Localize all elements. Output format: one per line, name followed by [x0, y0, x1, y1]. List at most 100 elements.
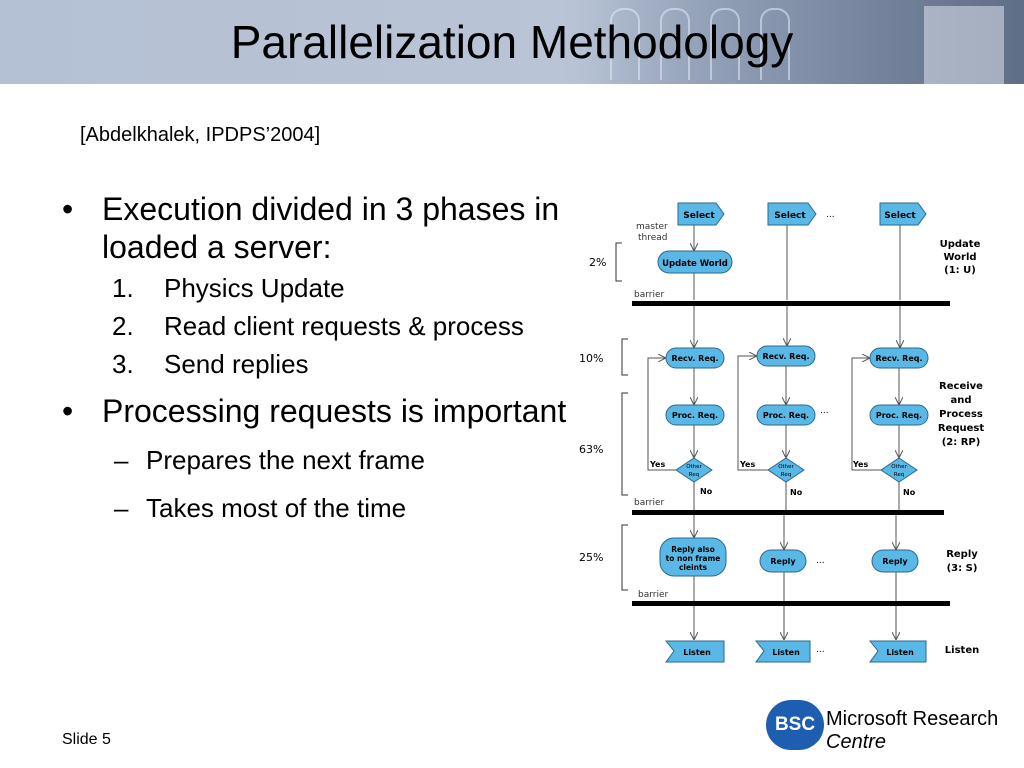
phase-label: Receive	[939, 381, 983, 392]
recv-req-label: Recv. Req.	[762, 352, 809, 361]
dash-marker: –	[114, 445, 129, 475]
sub-bullet-item: –Prepares the next frame	[62, 444, 582, 476]
bullet-text: Execution divided in 3 phases in loaded …	[102, 191, 560, 265]
bracket-2pct	[615, 242, 622, 282]
reply-box	[871, 549, 919, 573]
other-req-label: Other	[686, 464, 702, 470]
numbered-item: 3. Send replies	[62, 348, 582, 380]
bullet-item: • Execution divided in 3 phases in loaded…	[62, 190, 582, 266]
reply-box	[759, 549, 807, 573]
phase-label: (3: S)	[947, 563, 978, 574]
proc-req-label: Proc. Req.	[672, 411, 718, 420]
proc-req-box	[665, 404, 725, 426]
dash-marker: –	[114, 493, 129, 523]
numbered-text: Send replies	[164, 349, 309, 379]
listen-label: Listen	[683, 648, 711, 657]
reply-also-box	[659, 537, 727, 577]
barrier-label: barrier	[638, 590, 669, 600]
percent-63: 63%	[579, 443, 603, 456]
update-world-box	[657, 250, 733, 274]
recv-req-box	[665, 347, 725, 369]
banner-building	[924, 6, 1004, 84]
yes-label: Yes	[739, 460, 755, 469]
ellipsis: ...	[816, 645, 825, 655]
percent-2: 2%	[589, 256, 606, 269]
number-marker: 3.	[112, 349, 134, 379]
citation: [Abdelkhalek, IPDPS’2004]	[80, 124, 321, 146]
other-req-label: Req	[781, 472, 791, 478]
logo-line2: Centre	[826, 731, 887, 753]
barrier-bar	[632, 510, 944, 515]
banner-arch	[710, 8, 740, 80]
yes-label: Yes	[852, 460, 868, 469]
phase-diagram: Select Select ... Select master thread 2…	[579, 202, 984, 663]
listen-flag	[664, 640, 725, 663]
reply-also-label: Reply also	[671, 545, 715, 554]
number-marker: 1.	[112, 273, 134, 303]
phase-label: Update	[940, 239, 981, 250]
ellipsis: ...	[826, 210, 835, 220]
barrier-bar	[632, 601, 950, 606]
listen-flag	[868, 640, 927, 663]
phase-label: Process	[939, 409, 983, 420]
numbered-text: Read client requests & process	[164, 311, 524, 341]
reply-label: Reply	[882, 557, 908, 566]
banner-arch	[660, 8, 690, 80]
numbered-text: Physics Update	[164, 273, 345, 303]
recv-req-label: Recv. Req.	[671, 354, 718, 363]
other-req-label: Other	[778, 464, 794, 470]
bullet-list: • Execution divided in 3 phases in loaded…	[62, 190, 582, 540]
phase-label: (1: U)	[944, 265, 976, 276]
banner-arch	[610, 8, 640, 80]
sub-bullet-text: Takes most of the time	[146, 493, 407, 523]
master-thread-label: thread	[638, 233, 668, 243]
numbered-item: 2. Read client requests & process	[62, 310, 582, 342]
bracket-25pct	[621, 524, 628, 591]
phase-label: (2: RP)	[942, 437, 981, 448]
page-title: Parallelization Methodology	[230, 16, 794, 68]
yes-label: Yes	[649, 460, 665, 469]
number-marker: 2.	[112, 311, 134, 341]
proc-req-label: Proc. Req.	[876, 411, 922, 420]
other-req-label: Req	[894, 472, 904, 478]
master-thread-label: master	[636, 222, 668, 232]
phase-label: Request	[938, 423, 984, 434]
banner-arch	[760, 8, 790, 80]
other-req-label: Other	[891, 464, 907, 470]
bsc-badge: BSC	[766, 700, 824, 750]
select-flag	[767, 202, 817, 226]
bracket-63pct	[621, 392, 628, 496]
bsc-msr-logo: BSC Microsoft Research Centre	[766, 700, 1006, 760]
select-label: Select	[884, 211, 916, 221]
other-req-diamond	[880, 457, 918, 483]
reply-also-label: cleints	[679, 563, 708, 572]
bullet-marker: •	[62, 393, 74, 429]
sub-bullet-text: Prepares the next frame	[146, 445, 425, 475]
select-flag	[879, 202, 927, 226]
update-world-label: Update World	[662, 259, 728, 269]
select-flag	[677, 202, 725, 226]
phase-label: World	[943, 252, 976, 263]
reply-label: Reply	[770, 557, 796, 566]
no-label: No	[903, 488, 916, 497]
no-label: No	[700, 487, 713, 496]
proc-req-label: Proc. Req.	[763, 411, 809, 420]
other-req-diamond	[675, 457, 713, 483]
no-label: No	[790, 488, 803, 497]
ellipsis: ...	[816, 556, 825, 566]
bullet-item: •Processing requests is important	[62, 392, 582, 430]
barrier-label: barrier	[634, 498, 665, 508]
percent-25: 25%	[579, 551, 603, 564]
barrier-bar	[632, 301, 950, 306]
phase-label: Reply	[946, 549, 978, 560]
bullet-marker: •	[62, 191, 74, 227]
select-label: Select	[683, 211, 715, 221]
listen-label: Listen	[886, 648, 914, 657]
phase-label: and	[950, 395, 971, 406]
ellipsis: ...	[820, 406, 829, 416]
phase-label: Listen	[945, 645, 979, 656]
sub-bullet-item: –Takes most of the time	[62, 492, 582, 524]
bracket-10pct	[621, 338, 628, 376]
logo-line1: Microsoft Research	[826, 708, 999, 730]
other-req-label: Req	[689, 472, 699, 478]
